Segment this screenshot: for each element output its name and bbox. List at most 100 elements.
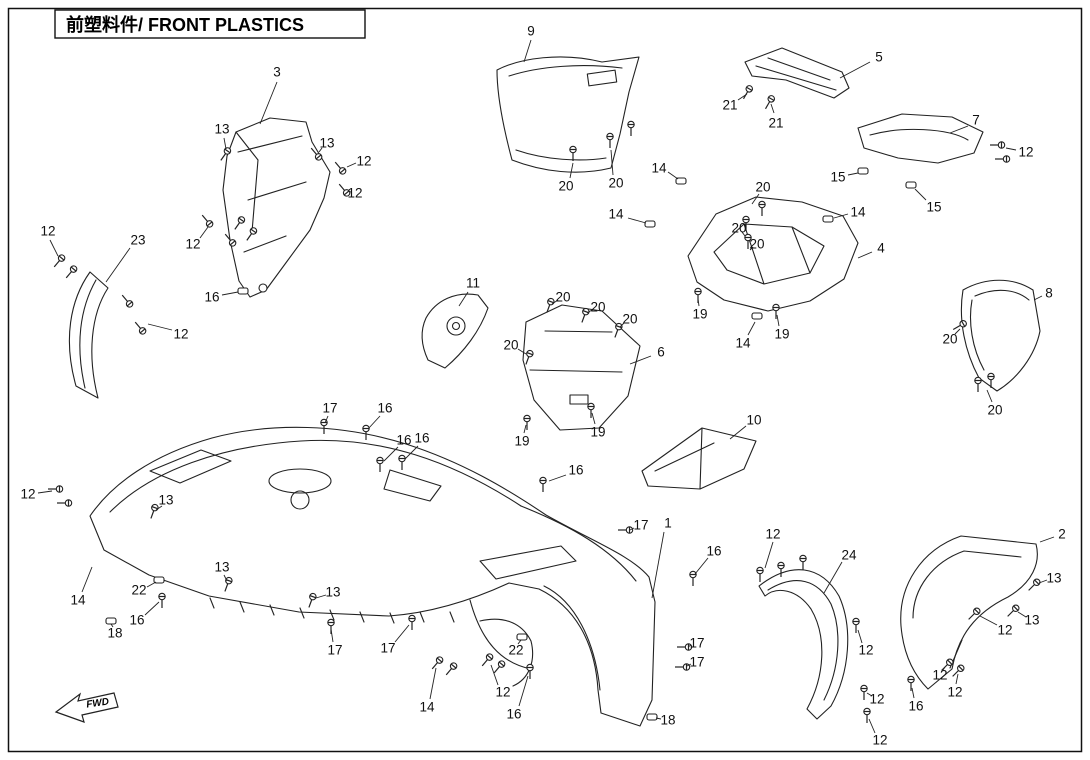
bolt-icon	[481, 653, 494, 667]
bolt-icon	[777, 561, 785, 577]
callout-number-16: 16	[506, 707, 521, 722]
callout-number-20: 20	[731, 221, 746, 236]
bolt-icon	[987, 372, 995, 388]
bolt-icon	[772, 303, 780, 319]
callout-number-20: 20	[942, 332, 957, 347]
part-4-detail	[713, 223, 825, 285]
callout-number-13: 13	[325, 585, 340, 600]
leader-line	[1017, 611, 1027, 618]
part-1-hatch-lines	[209, 597, 455, 624]
part-6-drawing	[522, 304, 641, 431]
callout-number-13: 13	[1046, 571, 1061, 586]
bolt-icon	[907, 675, 915, 691]
part-1-fender-sweep	[520, 505, 637, 691]
clip-icon	[153, 576, 165, 584]
callout-number-20: 20	[590, 300, 605, 315]
leader-line	[155, 505, 163, 511]
leader-line	[776, 314, 780, 327]
callout-number-12: 12	[872, 733, 887, 748]
part-10-drawing	[641, 427, 757, 490]
bolt-icon	[689, 570, 697, 586]
leader-line	[429, 667, 437, 700]
callout-number-21: 21	[722, 98, 737, 113]
fwd-arrow-shape	[54, 692, 119, 723]
part-9-detail	[508, 65, 623, 161]
callout-number-14: 14	[419, 700, 435, 715]
callout-number-20: 20	[555, 290, 570, 305]
leader-line	[833, 213, 849, 219]
fwd-label: FWD	[86, 696, 110, 710]
callout-number-16: 16	[908, 699, 923, 714]
bolt-icon	[546, 297, 555, 313]
leader-line	[651, 531, 665, 599]
part-3-grommet	[258, 283, 268, 293]
clip-icon	[105, 617, 117, 625]
clip-icon	[644, 220, 656, 228]
bolt-icon	[614, 322, 623, 338]
part-11-drawing	[421, 293, 489, 369]
callout-number-15: 15	[926, 200, 941, 215]
leader-line	[764, 541, 774, 569]
leader-line	[105, 247, 131, 283]
callout-number-3: 3	[273, 65, 281, 80]
callout-number-19: 19	[774, 327, 789, 342]
callout-number-12: 12	[932, 668, 947, 683]
leader-line	[518, 675, 529, 707]
callout-number-14: 14	[70, 593, 86, 608]
leader-line	[857, 629, 863, 644]
clip-icon	[516, 633, 528, 641]
callout-number-20: 20	[622, 312, 637, 327]
title-box-frame	[54, 9, 366, 39]
callout-number-5: 5	[875, 50, 883, 65]
callout-number-16: 16	[706, 544, 721, 559]
leader-line	[1033, 295, 1043, 301]
leader-line	[458, 291, 469, 307]
part-1-cap-hole	[290, 490, 310, 510]
leader-line	[868, 718, 876, 734]
callout-number-12: 12	[356, 154, 371, 169]
leader-line	[147, 323, 173, 331]
callout-number-12: 12	[185, 237, 200, 252]
title-box: 前塑料件/ FRONT PLASTICS	[54, 9, 366, 39]
part-1-fuel-recess	[268, 468, 332, 494]
leader-line	[954, 328, 961, 335]
part-1-vent	[479, 618, 534, 687]
part-3-detail	[235, 131, 307, 253]
callout-number-20: 20	[749, 237, 764, 252]
leader-line	[839, 61, 871, 79]
bolt-icon	[1028, 578, 1041, 591]
leader-line	[394, 624, 410, 643]
callout-number-8: 8	[1045, 286, 1053, 301]
part-5-outline	[744, 47, 850, 99]
leader-line	[586, 309, 593, 314]
leader-line	[749, 246, 754, 251]
bolt-icon	[310, 147, 323, 161]
part-1-headlight-slot	[479, 545, 577, 580]
callout-number-17: 17	[322, 401, 337, 416]
callout-number-14: 14	[608, 207, 624, 222]
leader-line	[223, 137, 227, 150]
clip-icon	[675, 177, 687, 185]
callout-number-21: 21	[768, 116, 783, 131]
part-6-detail	[529, 330, 623, 373]
bolt-icon	[587, 402, 595, 418]
callout-number-18: 18	[660, 713, 675, 728]
callout-number-23: 23	[130, 233, 145, 248]
part-24-detail	[767, 580, 839, 701]
leader-line	[986, 389, 993, 403]
bolt-icon	[952, 664, 965, 677]
callout-number-12: 12	[173, 327, 188, 342]
leader-line	[955, 673, 959, 685]
leader-line	[199, 226, 209, 239]
part-8-detail	[969, 289, 1030, 371]
part-1-arch	[469, 599, 532, 670]
leader-line	[1039, 536, 1055, 543]
bolt-icon	[744, 233, 752, 249]
leader-line	[770, 103, 775, 114]
callout-number-19: 19	[692, 307, 707, 322]
part-5-drawing	[744, 47, 850, 99]
leader-line	[686, 663, 692, 667]
bolt-icon	[57, 499, 73, 507]
page-border	[7, 7, 1083, 753]
